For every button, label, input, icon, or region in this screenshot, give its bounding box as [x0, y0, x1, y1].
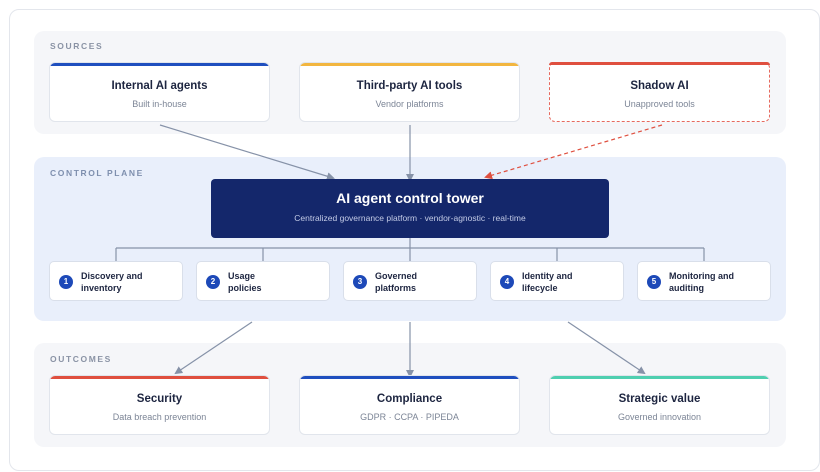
- card-subtitle: GDPR · CCPA · PIPEDA: [360, 412, 459, 422]
- card-title: Shadow AI: [630, 80, 689, 92]
- card-title: Security: [136, 393, 183, 405]
- step-number-badge: 1: [59, 275, 73, 289]
- capability-governed-platforms: 3 Governed platforms: [343, 261, 477, 301]
- capability-label: Usage policies: [228, 271, 262, 293]
- source-card-shadow: Shadow AI Unapproved tools: [549, 62, 770, 122]
- capability-usage-policies: 2 Usage policies: [196, 261, 330, 301]
- card-subtitle: Unapproved tools: [624, 99, 695, 109]
- capability-label: Identity and lifecycle: [522, 271, 573, 293]
- step-number-badge: 4: [500, 275, 514, 289]
- card-subtitle: Data breach prevention: [112, 412, 207, 422]
- outcome-card-security: Security Data breach prevention: [49, 375, 270, 435]
- tower-subtitle: Centralized governance platform · vendor…: [294, 213, 526, 223]
- card-subtitle: Vendor platforms: [375, 99, 444, 109]
- step-number-badge: 3: [353, 275, 367, 289]
- control-tower-box: AI agent control tower Centralized gover…: [211, 179, 609, 238]
- accent-bar: [300, 376, 519, 379]
- tower-title: AI agent control tower: [336, 190, 484, 206]
- capability-identity-lifecycle: 4 Identity and lifecycle: [490, 261, 624, 301]
- accent-bar: [50, 63, 269, 66]
- capability-monitoring-auditing: 5 Monitoring and auditing: [637, 261, 771, 301]
- source-card-thirdparty: Third-party AI tools Vendor platforms: [299, 62, 520, 122]
- capability-discovery: 1 Discovery and inventory: [49, 261, 183, 301]
- accent-bar: [549, 62, 770, 65]
- step-number-badge: 2: [206, 275, 220, 289]
- step-number-badge: 5: [647, 275, 661, 289]
- control-plane-label: CONTROL PLANE: [50, 168, 144, 178]
- card-subtitle: Built in-house: [132, 99, 187, 109]
- source-card-internal: Internal AI agents Built in-house: [49, 62, 270, 122]
- sources-label: SOURCES: [50, 41, 104, 51]
- card-subtitle: Governed innovation: [617, 412, 702, 422]
- card-title: Compliance: [376, 393, 443, 405]
- card-title: Third-party AI tools: [356, 80, 463, 92]
- card-title: Internal AI agents: [111, 80, 208, 92]
- capability-label: Monitoring and auditing: [669, 271, 734, 293]
- card-title: Strategic value: [618, 393, 701, 405]
- accent-bar: [300, 63, 519, 66]
- outcome-card-strategic: Strategic value Governed innovation: [549, 375, 770, 435]
- accent-bar: [50, 376, 269, 379]
- capability-label: Discovery and inventory: [81, 271, 143, 293]
- accent-bar: [550, 376, 769, 379]
- capability-label: Governed platforms: [375, 271, 418, 293]
- outcomes-label: OUTCOMES: [50, 354, 112, 364]
- outcome-card-compliance: Compliance GDPR · CCPA · PIPEDA: [299, 375, 520, 435]
